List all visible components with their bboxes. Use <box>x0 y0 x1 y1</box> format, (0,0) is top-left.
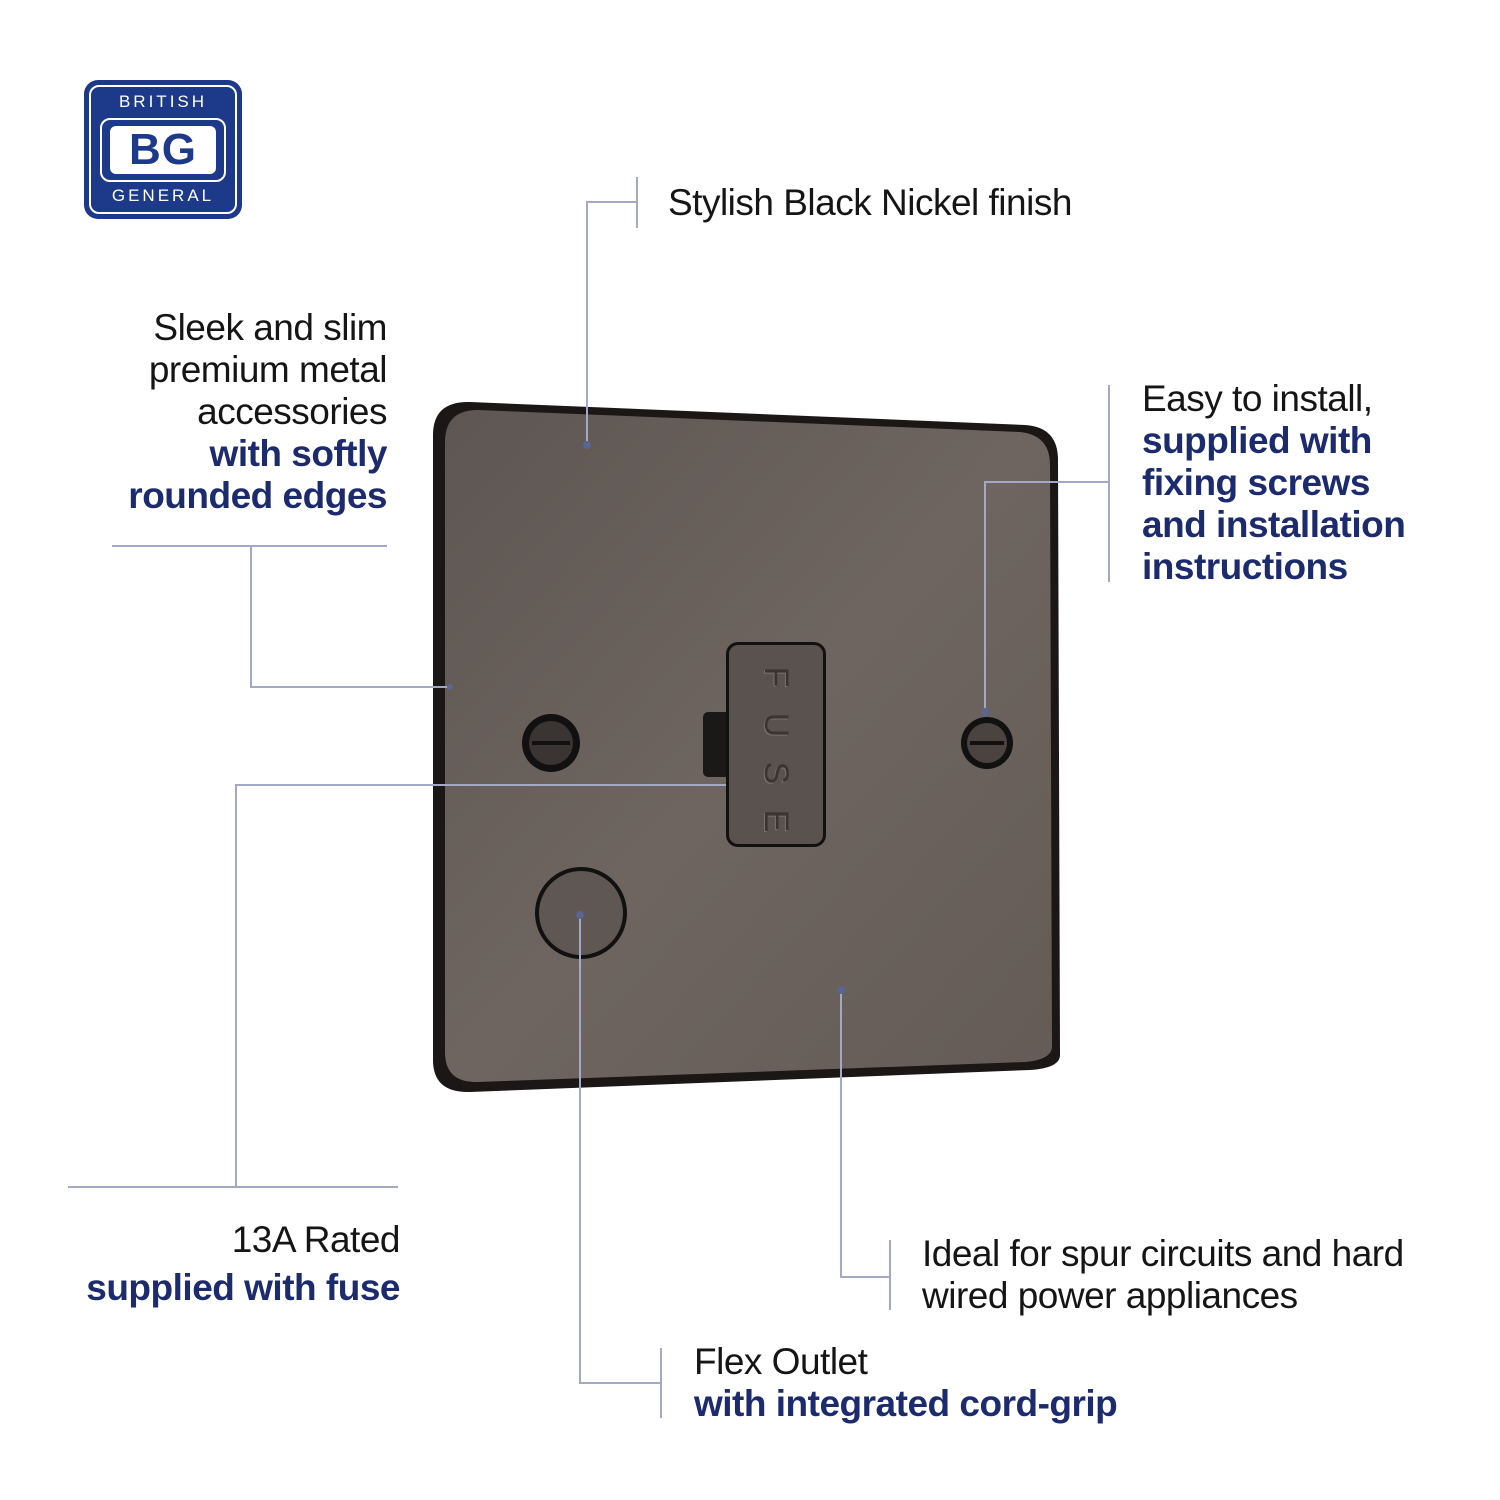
callout-text-bold: and installation <box>1142 504 1406 545</box>
callout-text-bold: with softly <box>209 433 388 474</box>
callout-text-bold: rounded edges <box>128 475 387 516</box>
british-general-logo: BRITISH BG GENERAL <box>84 80 242 219</box>
callout-text: Ideal for spur circuits and hard <box>922 1233 1404 1274</box>
callout-flex: Flex Outlet with integrated cord-grip <box>694 1341 1118 1425</box>
callout-ideal: Ideal for spur circuits and hard wired p… <box>922 1233 1404 1317</box>
callout-text-bold: with integrated cord-grip <box>694 1383 1118 1424</box>
logo-mid-text: BG <box>110 126 216 174</box>
screw-right <box>961 717 1013 769</box>
callout-text-bold: supplied with <box>1142 420 1372 461</box>
callout-sleek: Sleek and slim premium metal accessories… <box>128 307 387 517</box>
logo-top-text: BRITISH <box>118 92 208 111</box>
callout-text: 13A Rated <box>231 1219 401 1260</box>
logo-bottom-text: GENERAL <box>111 186 215 205</box>
callout-text: wired power appliances <box>922 1275 1298 1316</box>
callout-text: Flex Outlet <box>694 1341 868 1382</box>
fuse-carrier: F U S E <box>726 642 826 847</box>
leader-lines <box>68 177 1110 1418</box>
fuse-letter: E <box>757 809 795 833</box>
callout-text: Sleek and slim <box>153 307 387 348</box>
callout-finish: Stylish Black Nickel finish <box>668 182 1072 223</box>
callout-text-bold: instructions <box>1142 546 1348 587</box>
callout-rated: 13A Rated supplied with fuse <box>86 1216 400 1312</box>
callout-text: premium metal <box>148 349 388 390</box>
callout-text-bold: supplied with fuse <box>86 1267 400 1308</box>
cord-grip-tab <box>703 712 733 777</box>
callout-text: Easy to install, <box>1142 378 1373 419</box>
callout-install: Easy to install, supplied with fixing sc… <box>1142 378 1406 588</box>
screw-left <box>522 714 580 772</box>
callout-text: accessories <box>197 391 387 432</box>
callout-text-bold: fixing screws <box>1142 462 1370 503</box>
